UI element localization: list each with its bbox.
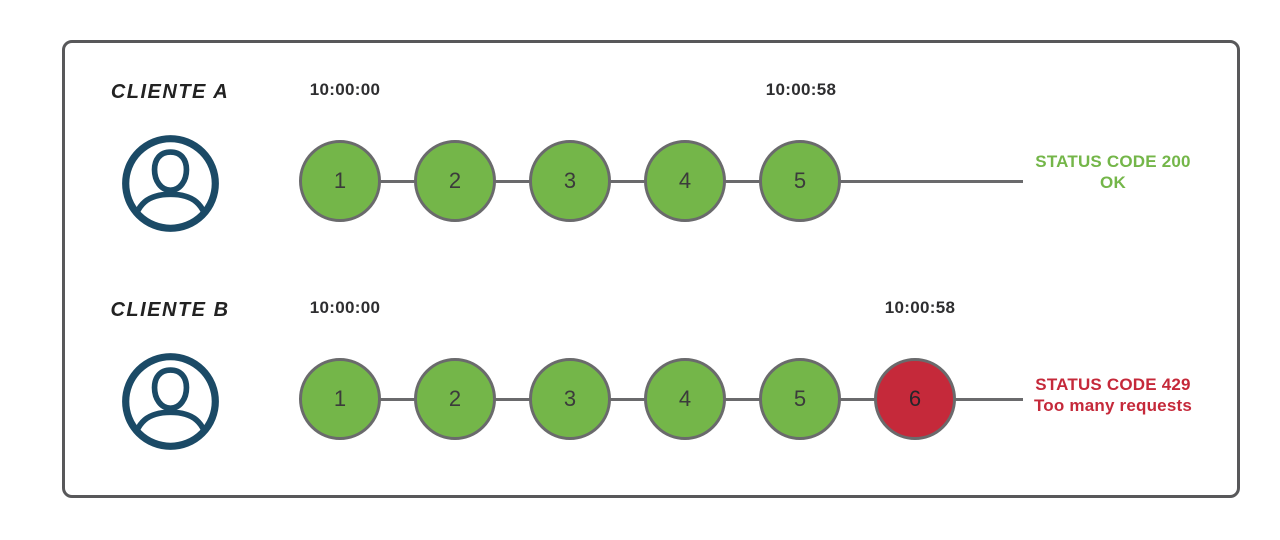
user-avatar-icon — [122, 353, 219, 450]
request-circle-ok: 2 — [414, 358, 496, 440]
request-circle-ok: 4 — [644, 358, 726, 440]
request-circle-ok: 3 — [529, 140, 611, 222]
end-timestamp: 10:00:58 — [884, 298, 956, 317]
request-circle-blocked: 6 — [874, 358, 956, 440]
client-label: CLIENTE A — [110, 81, 230, 103]
status-label: STATUS CODE 429 Too many requests — [1028, 374, 1198, 416]
request-circle-ok: 5 — [759, 140, 841, 222]
status-message: OK — [1100, 173, 1126, 192]
status-label: STATUS CODE 200 OK — [1028, 151, 1198, 193]
status-message: Too many requests — [1033, 396, 1192, 415]
user-avatar-icon — [122, 135, 219, 232]
client-label: CLIENTE B — [110, 299, 230, 321]
start-timestamp: 10:00:00 — [309, 298, 381, 317]
request-circle-ok: 5 — [759, 358, 841, 440]
status-code: STATUS CODE 200 — [1035, 152, 1191, 171]
end-timestamp: 10:00:58 — [765, 80, 837, 99]
request-circle-ok: 3 — [529, 358, 611, 440]
start-timestamp: 10:00:00 — [309, 80, 381, 99]
request-circle-ok: 4 — [644, 140, 726, 222]
request-circle-ok: 1 — [299, 140, 381, 222]
status-code: STATUS CODE 429 — [1035, 375, 1191, 394]
request-circle-ok: 2 — [414, 140, 496, 222]
request-circle-ok: 1 — [299, 358, 381, 440]
